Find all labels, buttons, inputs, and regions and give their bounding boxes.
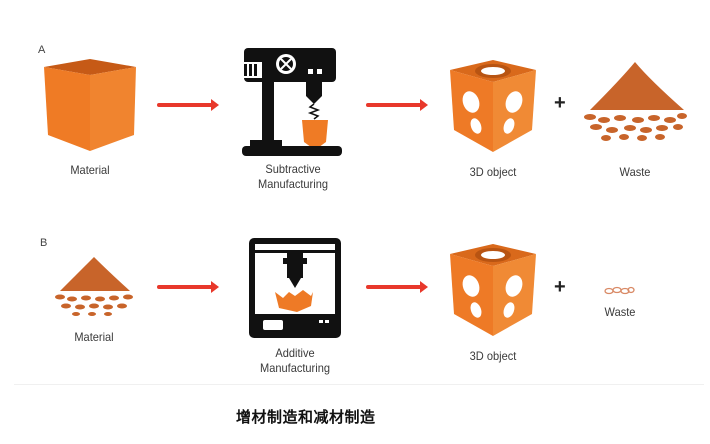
plus-sign: + bbox=[554, 276, 566, 298]
arrow-icon bbox=[157, 99, 219, 111]
material-cube-icon bbox=[40, 55, 140, 155]
figure-caption: 增材制造和减材制造 bbox=[236, 409, 376, 426]
divider bbox=[14, 384, 704, 385]
waste-label-a: Waste bbox=[619, 165, 651, 179]
lattice-cube-icon bbox=[446, 242, 540, 338]
waste-label-b: Waste bbox=[604, 305, 636, 319]
3d-printer-icon bbox=[247, 236, 343, 340]
arrow-icon bbox=[366, 281, 428, 293]
output-label-a: 3D object bbox=[469, 165, 517, 179]
panel-letter-b: B bbox=[40, 237, 48, 249]
powder-material-icon bbox=[52, 255, 136, 321]
process-label-line1-a: Subtractive bbox=[265, 162, 321, 176]
material-label-b: Material bbox=[74, 330, 114, 344]
lattice-cube-icon bbox=[446, 58, 540, 154]
subtractive-machine-icon bbox=[240, 46, 346, 158]
arrow-icon bbox=[366, 99, 428, 111]
small-waste-icon bbox=[603, 283, 635, 295]
panel-letter-a: A bbox=[38, 44, 46, 56]
material-label-a: Material bbox=[70, 163, 110, 177]
output-label-b: 3D object bbox=[469, 349, 517, 363]
arrow-icon bbox=[157, 281, 219, 293]
waste-pile-icon bbox=[580, 60, 690, 150]
plus-sign: + bbox=[554, 92, 566, 114]
process-label-line1-b: Additive bbox=[275, 346, 315, 360]
process-label-line2-b: Manufacturing bbox=[260, 361, 330, 375]
process-label-line2-a: Manufacturing bbox=[258, 177, 328, 191]
